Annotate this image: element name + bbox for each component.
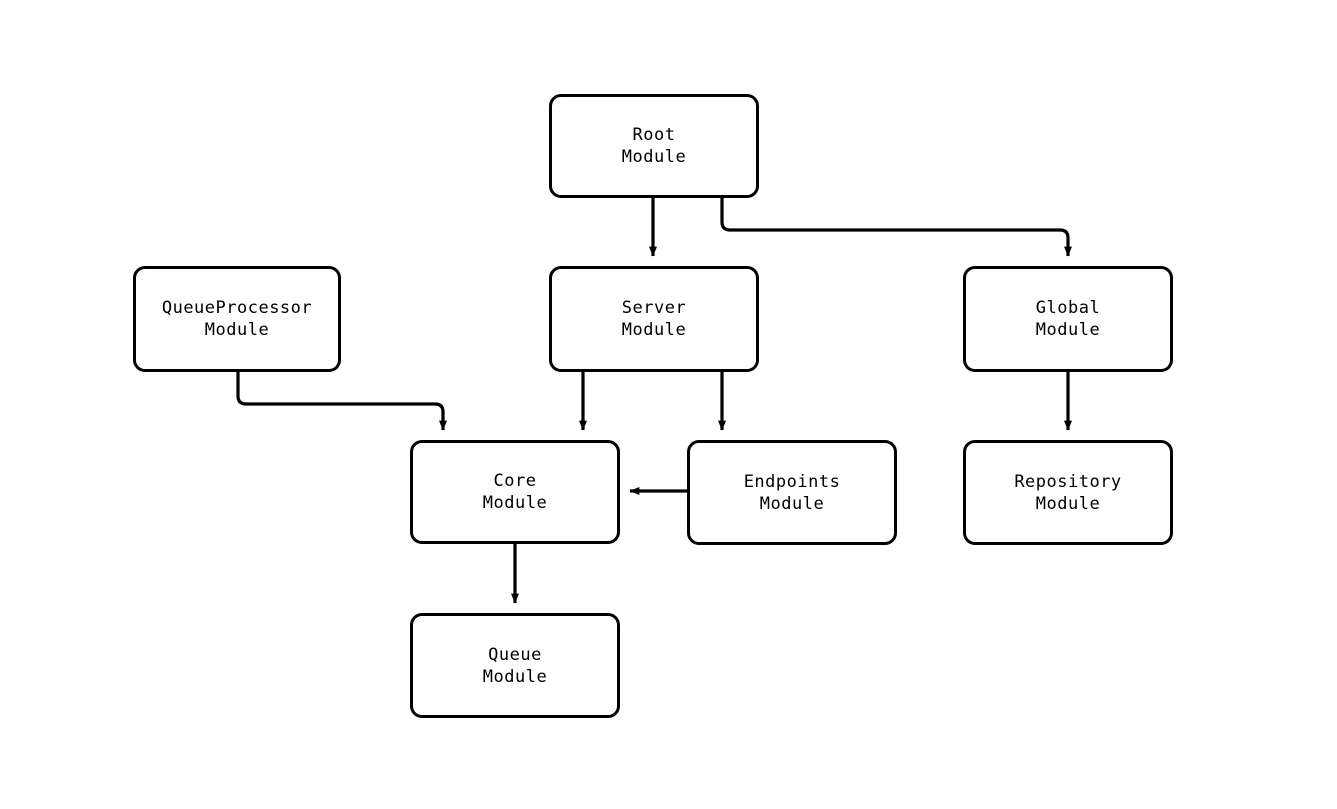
node-queueprocessor[interactable]: QueueProcessor Module	[133, 266, 341, 372]
node-endpoints[interactable]: Endpoints Module	[687, 440, 897, 545]
node-endpoints-label-line1: Endpoints	[743, 471, 841, 492]
node-root-label-line1: Root	[632, 125, 676, 145]
node-core-label-line1: Core	[493, 471, 537, 491]
node-queue[interactable]: Queue Module	[410, 613, 620, 718]
node-root-label-line2: Module	[621, 147, 687, 167]
edge-root-global	[720, 198, 1072, 257]
node-repository[interactable]: Repository Module	[963, 440, 1173, 545]
node-server-label-line2: Module	[621, 320, 687, 340]
node-core-label-line2: Module	[482, 493, 548, 513]
node-queueprocessor-label-line1: QueueProcessor	[161, 298, 313, 318]
node-server[interactable]: Server Module	[549, 266, 759, 372]
node-server-label-line1: Server	[621, 298, 687, 318]
node-queueprocessor-label-line2: Module	[204, 320, 270, 340]
node-repository-label-line2: Module	[1035, 493, 1101, 514]
node-root[interactable]: Root Module	[549, 94, 759, 198]
node-global-label-line1: Global	[1035, 298, 1101, 318]
node-endpoints-label-line2: Module	[759, 493, 825, 514]
edge-queueprocessor-core	[236, 372, 447, 431]
node-repository-label-line1: Repository	[1014, 471, 1122, 492]
node-queue-label-line2: Module	[482, 666, 548, 687]
node-core[interactable]: Core Module	[410, 440, 620, 544]
node-global[interactable]: Global Module	[963, 266, 1173, 372]
node-global-label-line2: Module	[1035, 320, 1101, 340]
node-queue-label-line1: Queue	[488, 644, 542, 665]
